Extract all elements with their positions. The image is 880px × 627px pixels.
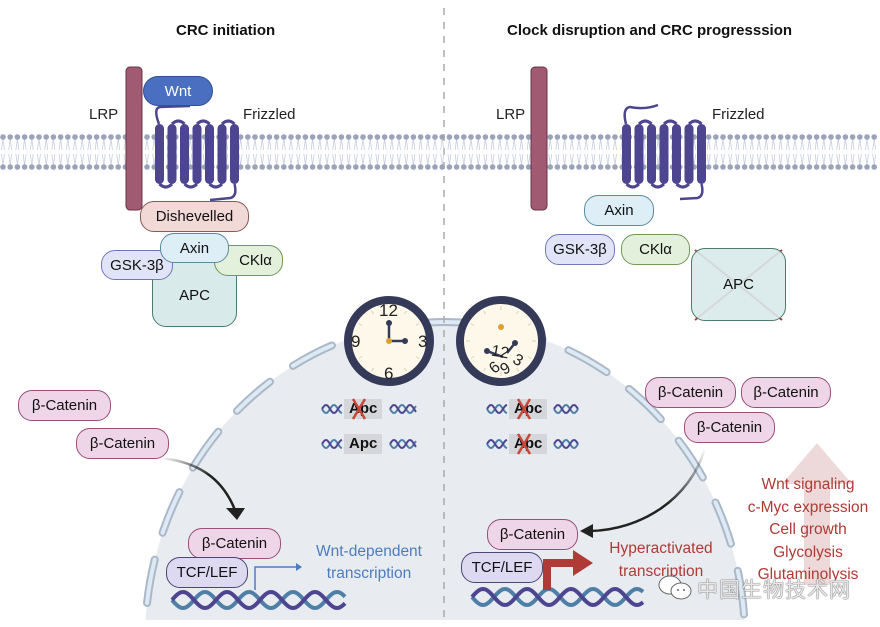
outcome-item: Glutaminolysis xyxy=(757,566,859,583)
arrowhead-right xyxy=(580,524,593,538)
clock-disrupted xyxy=(456,296,546,386)
clock-intact xyxy=(344,296,434,386)
dna-helix-left xyxy=(170,589,347,611)
outcome-list: Wnt signaling c-Myc expression Cell grow… xyxy=(736,474,880,587)
gsk3b-right: GSK-3β xyxy=(545,234,615,265)
frizzled-label-left: Frizzled xyxy=(243,106,296,123)
clock-left-9: 9 xyxy=(351,332,361,351)
ck1a-right: CKlα xyxy=(621,234,690,265)
clock-left-3: 3 xyxy=(418,332,428,351)
apc-protein-right-inactivated: APC xyxy=(691,248,786,321)
lrp-label-right: LRP xyxy=(496,106,526,123)
panel-title-left: CRC initiation xyxy=(176,22,276,39)
transcription-arrow-left xyxy=(254,566,296,590)
outcome-item: Cell growth xyxy=(769,521,847,538)
transcription-line1-right: Hyperactivated xyxy=(609,540,713,557)
arrowhead-left xyxy=(226,508,245,520)
ck1a-left: CKlα xyxy=(214,245,283,276)
lrp-label-left: LRP xyxy=(89,106,119,123)
outcome-up-arrow xyxy=(782,443,852,585)
mutation-x-right-1 xyxy=(516,398,532,420)
nucleus xyxy=(141,318,749,620)
transcription-arrowhead-left xyxy=(296,563,302,571)
axin-left: Axin xyxy=(160,233,229,263)
dna-helix-right xyxy=(470,586,645,608)
tcf-lef-left: TCF/LEF xyxy=(166,557,248,588)
lrp-receptor-left xyxy=(125,66,143,211)
apc-gene-left-2: Apc xyxy=(344,434,383,454)
dishevelled: Dishevelled xyxy=(140,201,249,232)
tcf-lef-right: TCF/LEF xyxy=(461,552,543,583)
frizzled-label-right: Frizzled xyxy=(712,106,765,123)
watermark-text: 中国生物技术网 xyxy=(697,579,851,602)
hyperactivated-arrow xyxy=(543,550,593,590)
gsk3b-left: GSK-3β xyxy=(101,250,173,280)
beta-catenin-left-bound: β-Catenin xyxy=(188,528,281,559)
mutation-x-right-2 xyxy=(516,433,532,455)
outcome-item: Glycolysis xyxy=(773,543,843,561)
clock-left-6: 6 xyxy=(384,364,394,383)
transcription-line1-left: Wnt-dependent xyxy=(316,543,422,560)
wnt-dependent-transcription: Wnt-dependent transcription xyxy=(304,541,434,585)
frizzled-receptor-left xyxy=(155,104,239,202)
clock-left-12: 12 xyxy=(379,301,398,320)
axin-right: Axin xyxy=(584,195,654,226)
translocation-arrow-right xyxy=(589,447,707,533)
panel-title-right: Clock disruption and CRC progresssion xyxy=(507,22,793,39)
wechat-icon xyxy=(658,575,692,600)
beta-catenin-right-3: β-Catenin xyxy=(684,412,775,443)
hyperactivated-transcription: Hyperactivated transcription xyxy=(596,538,726,583)
transcription-line2-left: transcription xyxy=(326,565,412,582)
outcome-item: c-Myc expression xyxy=(747,498,869,516)
beta-catenin-left-2: β-Catenin xyxy=(76,428,169,459)
beta-catenin-left-1: β-Catenin xyxy=(18,390,111,421)
mutation-x-left-1 xyxy=(351,398,367,420)
translocation-arrow-left xyxy=(159,456,237,511)
outcome-item: Wnt signaling xyxy=(761,476,855,493)
gene-dna-glyphs xyxy=(321,403,579,450)
lrp-receptor-right xyxy=(530,66,548,211)
transcription-line2-right: transcription xyxy=(618,562,704,580)
beta-catenin-right-bound: β-Catenin xyxy=(487,519,578,550)
beta-catenin-right-1: β-Catenin xyxy=(645,377,736,408)
beta-catenin-right-2: β-Catenin xyxy=(741,377,831,408)
wnt-ligand: Wnt xyxy=(143,76,213,106)
frizzled-receptor-right xyxy=(622,103,706,201)
